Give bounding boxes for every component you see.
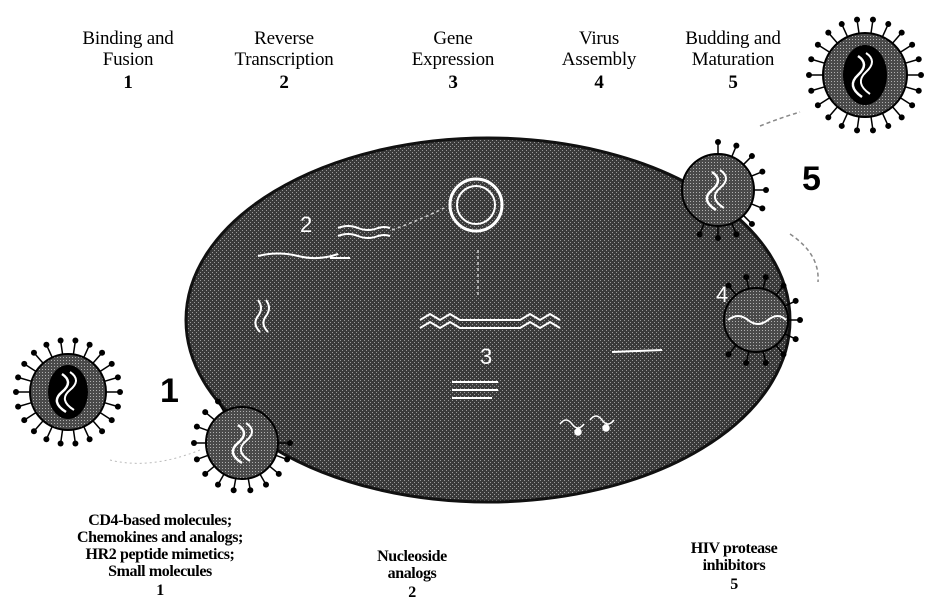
entry-arrow xyxy=(110,450,200,463)
spike-knob xyxy=(191,440,197,446)
spike-knob xyxy=(87,342,93,348)
spike-knob xyxy=(733,231,739,237)
spike-knob xyxy=(825,30,831,36)
spike-knob xyxy=(194,456,200,462)
drug-nucleoside-analogs: Nucleoside analogs 2 xyxy=(356,548,468,601)
spike-knob xyxy=(839,123,845,129)
spike-knob xyxy=(899,114,905,120)
spike-knob xyxy=(31,428,37,434)
spike-knob xyxy=(715,139,721,145)
drug-entry-inhibitors: CD4-based molecules; Chemokines and anal… xyxy=(22,512,298,599)
spike-knob xyxy=(72,440,78,446)
spike-knob xyxy=(109,417,115,423)
spike-knob xyxy=(15,404,21,410)
marker-step3: 3 xyxy=(480,344,492,369)
spike-knob xyxy=(808,88,814,94)
spike-knob xyxy=(870,17,876,23)
spike-knob xyxy=(215,398,221,404)
spike-knob xyxy=(743,274,749,280)
spike-knob xyxy=(899,30,905,36)
spike-knob xyxy=(815,42,821,48)
spike-knob xyxy=(793,336,799,342)
spike-knob xyxy=(231,487,237,493)
spike-knob xyxy=(115,404,121,410)
spike-knob xyxy=(854,17,860,23)
spike-knob xyxy=(43,342,49,348)
budding-arrow xyxy=(790,234,818,282)
spike-knob xyxy=(909,102,915,108)
spike-knob xyxy=(215,482,221,488)
spike-knob xyxy=(87,436,93,442)
spike-knob xyxy=(726,351,732,357)
spike-knob xyxy=(759,205,765,211)
spike-knob xyxy=(697,231,703,237)
spike-knob xyxy=(202,409,208,415)
spike-knob xyxy=(854,127,860,133)
drug-step-number: 1 xyxy=(22,582,298,599)
spike-knob xyxy=(749,221,755,227)
spike-knob xyxy=(916,56,922,62)
spike-knob xyxy=(15,374,21,380)
spike-knob xyxy=(885,123,891,129)
marker-step2: 2 xyxy=(300,212,312,237)
spike-knob xyxy=(793,298,799,304)
drug-step-number: 5 xyxy=(664,576,804,593)
spike-knob xyxy=(870,127,876,133)
free-virion-entering xyxy=(13,338,123,447)
marker-step4: 4 xyxy=(716,282,728,307)
release-arrow xyxy=(760,112,800,126)
spike-knob xyxy=(202,471,208,477)
spike-knob xyxy=(780,283,786,289)
spike-knob xyxy=(247,487,253,493)
spike-knob xyxy=(99,350,105,356)
spike-knob xyxy=(13,389,19,395)
spike-knob xyxy=(263,482,269,488)
spike-knob xyxy=(763,187,769,193)
spike-knob xyxy=(287,440,293,446)
spike-knob xyxy=(715,235,721,241)
spike-knob xyxy=(117,389,123,395)
spike-knob xyxy=(276,471,282,477)
spike-knob xyxy=(72,338,78,344)
marker-step5: 5 xyxy=(802,160,821,198)
spike-knob xyxy=(916,88,922,94)
spike-knob xyxy=(284,456,290,462)
spike-knob xyxy=(797,317,803,323)
spike-knob xyxy=(806,72,812,78)
spike-knob xyxy=(918,72,924,78)
spike-knob xyxy=(109,361,115,367)
spike-knob xyxy=(58,338,64,344)
spike-knob xyxy=(825,114,831,120)
spike-knob xyxy=(839,21,845,27)
marker-step1: 1 xyxy=(160,372,179,410)
spike-knob xyxy=(808,56,814,62)
spike-knob xyxy=(759,169,765,175)
spike-knob xyxy=(43,436,49,442)
drug-step-number: 2 xyxy=(356,584,468,601)
spike-knob xyxy=(115,374,121,380)
spike-knob xyxy=(909,42,915,48)
spike-knob xyxy=(885,21,891,27)
spike-knob xyxy=(763,360,769,366)
free-virion-mature xyxy=(806,17,924,134)
spike-knob xyxy=(58,440,64,446)
spike-knob xyxy=(815,102,821,108)
spike-knob xyxy=(743,360,749,366)
spike-knob xyxy=(99,428,105,434)
drug-protease-inhibitors: HIV protease inhibitors 5 xyxy=(664,540,804,593)
spike-knob xyxy=(31,350,37,356)
spike-knob xyxy=(749,153,755,159)
spike-knob xyxy=(733,143,739,149)
spike-knob xyxy=(763,274,769,280)
spike-knob xyxy=(780,351,786,357)
spike-knob xyxy=(21,361,27,367)
spike-knob xyxy=(21,417,27,423)
spike-knob xyxy=(194,424,200,430)
